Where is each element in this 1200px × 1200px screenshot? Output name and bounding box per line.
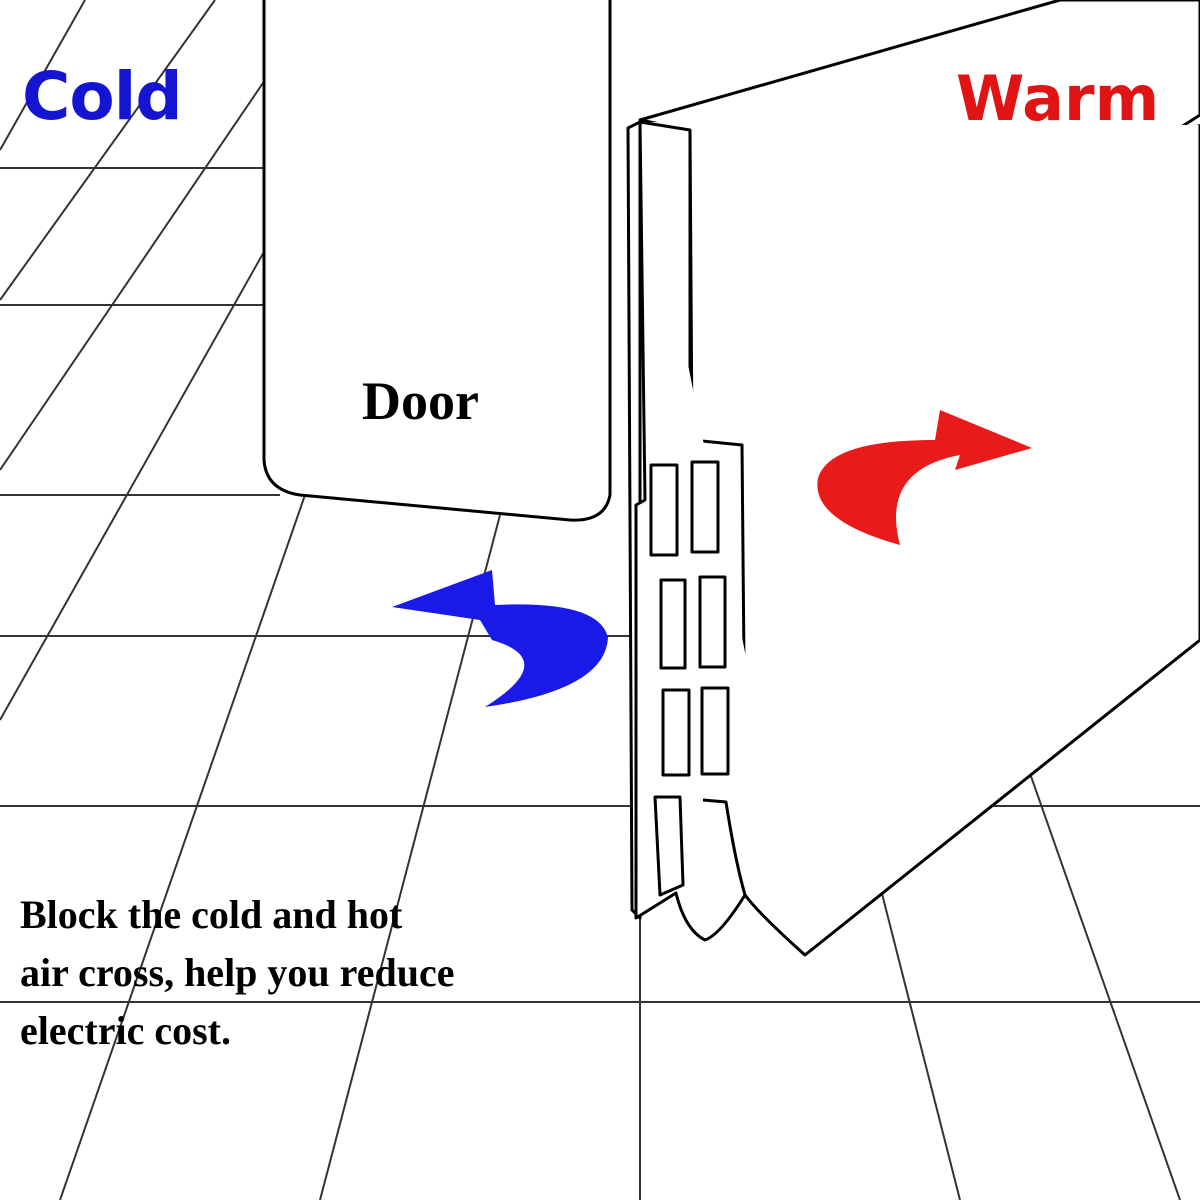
cold-label: Cold xyxy=(22,58,183,135)
warm-label: Warm xyxy=(956,62,1160,135)
door-label: Door xyxy=(362,371,479,431)
caption-text: Block the cold and hot air cross, help y… xyxy=(20,892,455,1053)
